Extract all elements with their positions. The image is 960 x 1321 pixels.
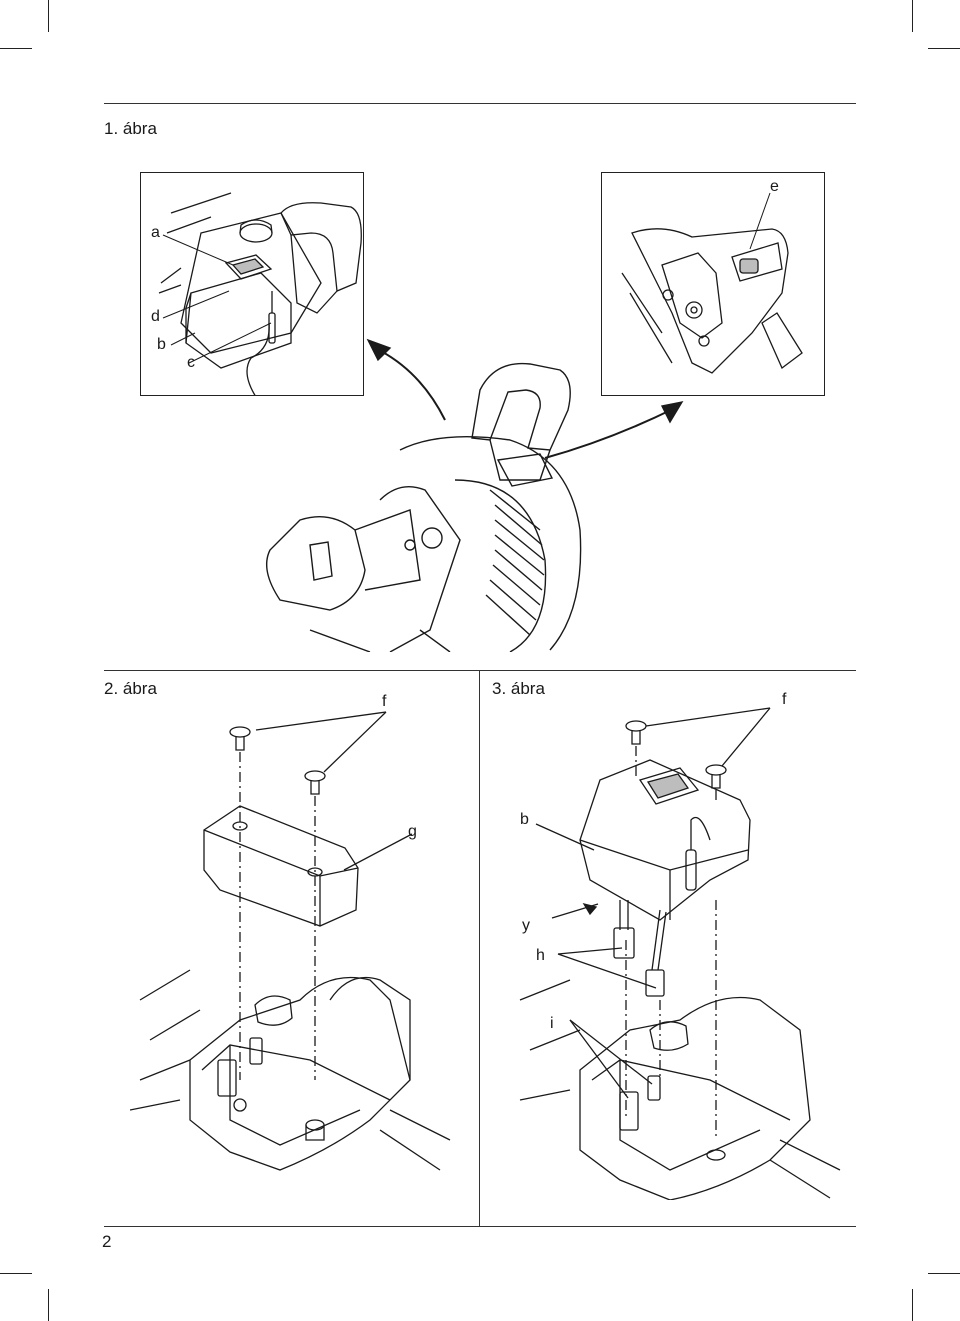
crop-mark-tr-h — [928, 48, 960, 49]
figure2-cover-removal-drawing — [130, 711, 451, 1171]
figure1-title: 1. ábra — [104, 119, 157, 138]
label-b: b — [157, 336, 166, 353]
miter-saw-main-drawing — [266, 338, 684, 652]
crop-mark-bl-h — [0, 1273, 32, 1274]
label-y: y — [522, 917, 530, 934]
crop-mark-tl-v — [48, 0, 49, 32]
crop-mark-tr-v — [912, 0, 913, 32]
label-f-fig3: f — [782, 691, 787, 708]
handle-switch-closeup-drawing — [621, 192, 803, 374]
label-a: a — [151, 224, 160, 241]
label-c: c — [187, 354, 195, 371]
crop-mark-bl-v — [48, 1289, 49, 1321]
figure1-inset-left: a d b c — [140, 172, 364, 396]
bottom-rule — [104, 1226, 856, 1227]
vertical-divider — [479, 670, 480, 1226]
label-g: g — [408, 823, 417, 840]
figure2-title: 2. ábra — [104, 679, 157, 698]
crop-mark-br-v — [912, 1289, 913, 1321]
page-number: 2 — [102, 1232, 112, 1251]
label-d: d — [151, 308, 160, 325]
figure3-switch-box-removal-drawing — [519, 707, 841, 1200]
label-i: i — [550, 1015, 554, 1032]
crop-mark-tl-h — [0, 48, 32, 49]
top-rule — [104, 103, 856, 104]
label-f-fig2: f — [382, 693, 387, 710]
crop-mark-br-h — [928, 1273, 960, 1274]
figure1-inset-right: e — [601, 172, 825, 396]
label-e: e — [770, 178, 779, 195]
label-h: h — [536, 947, 545, 964]
figure3-title: 3. ábra — [492, 679, 545, 698]
middle-rule — [104, 670, 856, 671]
label-b-fig3: b — [520, 811, 529, 828]
switch-box-closeup-drawing — [158, 192, 362, 395]
